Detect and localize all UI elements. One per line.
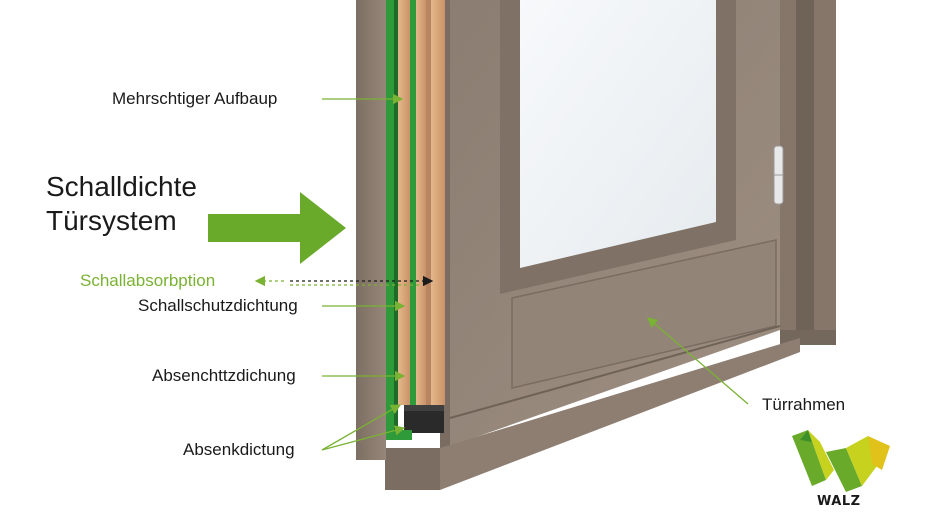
label-drop-seal: Absenchttzdichung (152, 366, 296, 385)
title-line-1: Schalldichte (46, 171, 197, 202)
label-frame: Türrahmen (762, 395, 846, 414)
big-arrow-icon (208, 192, 346, 264)
diagram-title: Schalldichte Türsystem (46, 170, 197, 238)
logo-wordmark: WALZ (817, 494, 861, 509)
walz-logo (792, 430, 890, 492)
hinge-icon (773, 145, 784, 205)
leader-lines (254, 93, 749, 451)
label-seal: Schallschutzdichtung (138, 296, 298, 315)
outer-frame (780, 0, 836, 345)
label-drop-seal-bottom: Absenkdictung (183, 440, 295, 459)
door-leaf (440, 0, 781, 448)
threshold (385, 338, 800, 490)
title-line-2: Türsystem (46, 205, 177, 236)
layer-cross-section (356, 0, 445, 460)
label-layers: Mehrschtiger Aufbaup (112, 89, 278, 108)
label-absorption: Schallabsorbption (80, 271, 216, 290)
glass-pane (520, 0, 716, 268)
